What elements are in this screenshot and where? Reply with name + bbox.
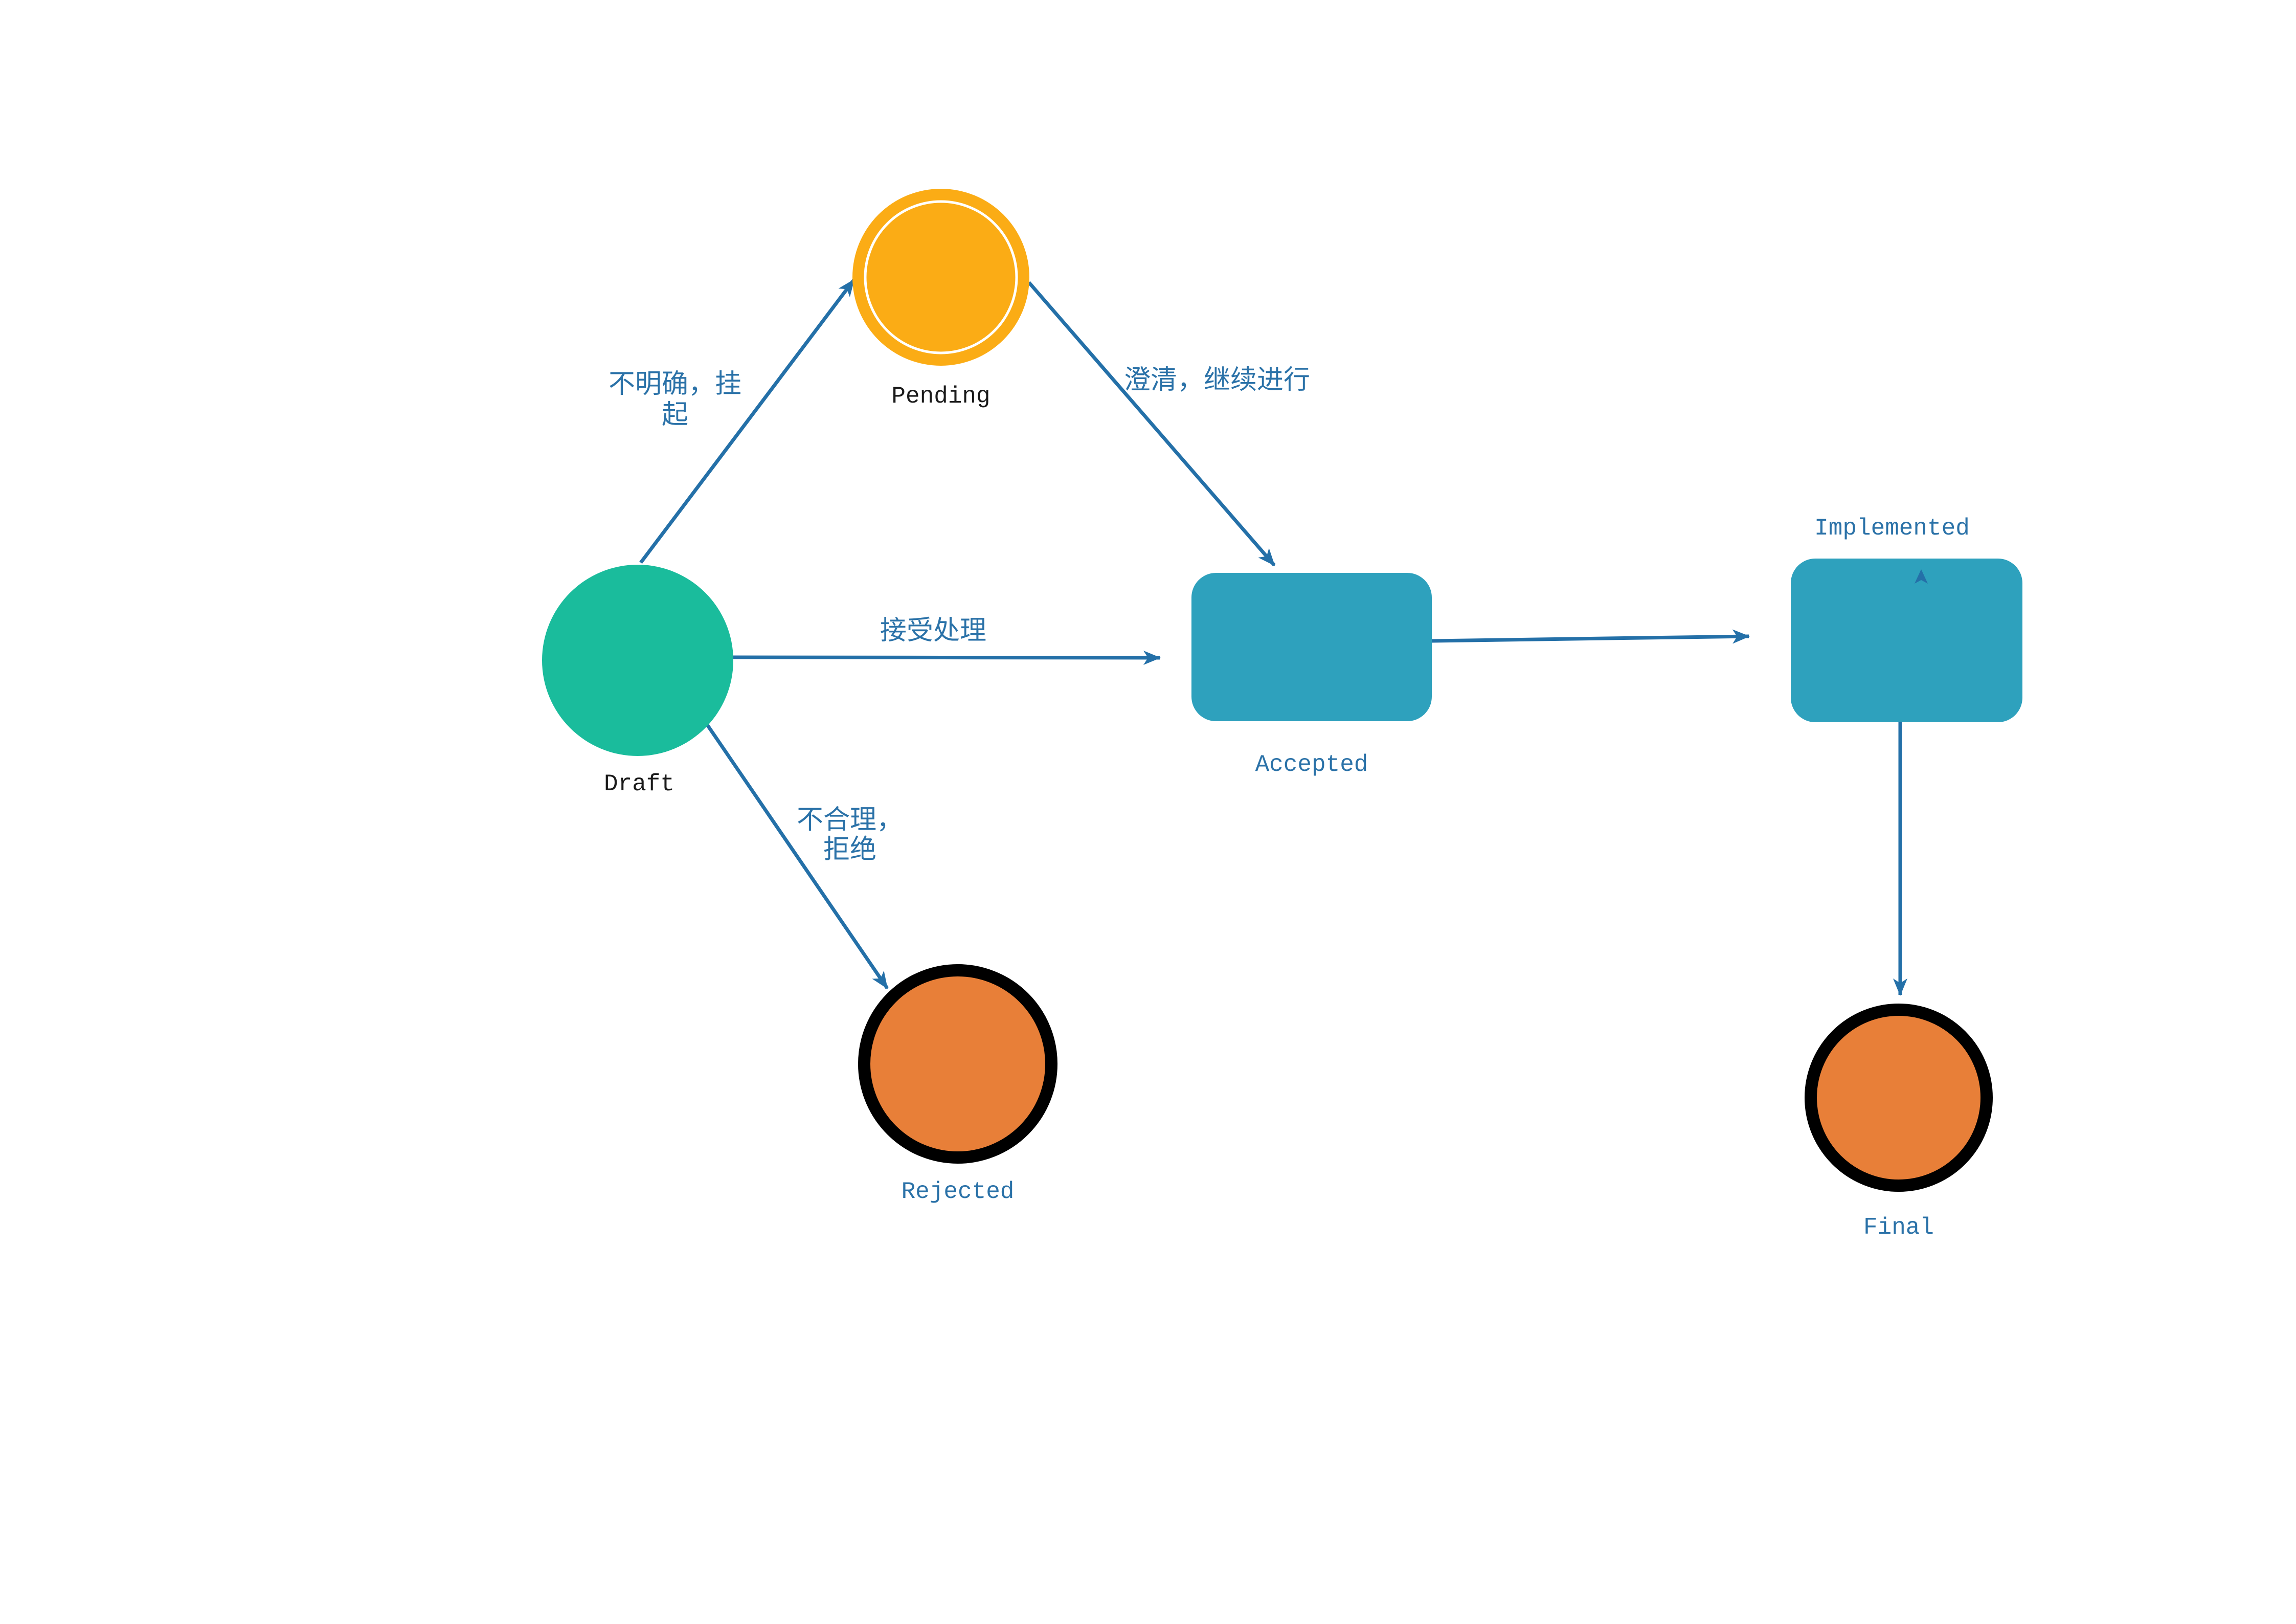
edge-draft-to-pending-label-line-1: 不明确，挂 bbox=[609, 370, 741, 399]
decorations-layer bbox=[1915, 569, 1928, 584]
edge-pending-to-accepted-label: 澄清，继续进行 bbox=[1124, 366, 1310, 395]
edge-pending-to-accepted-line bbox=[1027, 281, 1276, 567]
node-rejected-label: Rejected bbox=[902, 1178, 1015, 1205]
edge-accepted-to-implemented-line bbox=[1431, 629, 1750, 644]
node-pending-label: Pending bbox=[891, 383, 990, 410]
node-rejected-shape bbox=[858, 964, 1057, 1164]
edges-layer bbox=[639, 278, 1907, 996]
edge-draft-to-pending-line bbox=[639, 278, 856, 564]
edge-draft-to-accepted-label-line-1: 接受处理 bbox=[880, 616, 986, 646]
edge-draft-to-accepted-label: 接受处理 bbox=[880, 616, 986, 646]
edge-draft-to-pending-label: 不明确，挂起 bbox=[609, 370, 741, 430]
edge-pending-to-accepted-label-line-1: 澄清，继续进行 bbox=[1124, 366, 1310, 395]
node-implemented-shape bbox=[1791, 559, 2022, 722]
node-final-shape bbox=[1805, 1004, 1993, 1192]
node-final-label: Final bbox=[1863, 1214, 1934, 1241]
node-pending-inner-ring bbox=[864, 200, 1018, 354]
node-accepted-shape bbox=[1191, 573, 1432, 721]
node-draft-shape bbox=[542, 565, 733, 756]
implemented-top-arrowhead-icon bbox=[1915, 569, 1928, 584]
nodes-layer bbox=[542, 189, 2022, 1192]
edge-draft-to-pending-label-line-2: 起 bbox=[662, 401, 688, 430]
edge-draft-to-rejected-label-line-2: 拒绝 bbox=[823, 835, 876, 864]
node-accepted-label: Accepted bbox=[1255, 751, 1368, 778]
edge-draft-to-rejected-label: 不合理，拒绝 bbox=[797, 806, 903, 864]
edge-draft-to-rejected-line bbox=[706, 724, 889, 989]
edge-draft-to-rejected-label-line-1: 不合理， bbox=[797, 806, 903, 835]
node-pending-shape bbox=[852, 189, 1029, 366]
edge-draft-to-accepted-line bbox=[733, 650, 1161, 665]
node-draft-label: Draft bbox=[604, 771, 674, 797]
node-implemented-label: Implemented bbox=[1814, 515, 1970, 542]
